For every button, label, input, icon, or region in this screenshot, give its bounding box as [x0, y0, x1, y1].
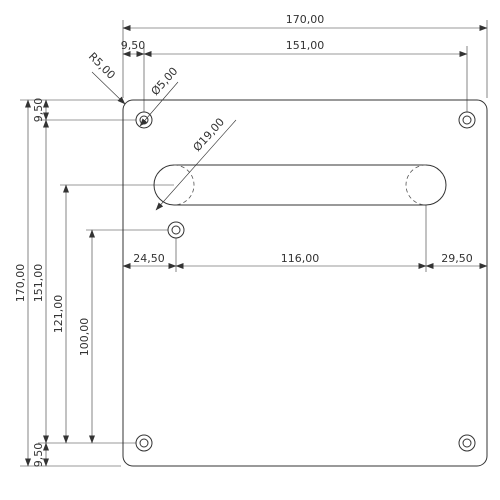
hole-bottom-left	[135, 434, 153, 452]
leader-corner-radius	[91, 71, 126, 105]
dim-hole-offset-x	[122, 46, 145, 112]
label-slot-right-offset: 29,50	[441, 252, 473, 265]
leader-slot-diameter	[155, 119, 237, 211]
hole-top-right	[458, 111, 476, 129]
label-slot-height: 121,00	[52, 295, 65, 334]
label-slot-diameter: Ø19,00	[191, 115, 228, 154]
label-corner-radius: R5,00	[86, 50, 118, 82]
slot	[153, 164, 447, 206]
hole-top-left	[135, 111, 153, 129]
plate-outline	[122, 99, 488, 467]
label-bottom-hole-offset-y: 9,50	[32, 443, 45, 468]
label-slot-length: 116,00	[281, 252, 320, 265]
label-slot-left-offset: 24,50	[133, 252, 165, 265]
label-center-hole-height: 100,00	[78, 318, 91, 357]
dim-overall-width	[122, 20, 488, 98]
hole-center	[167, 221, 185, 239]
dim-hole-span-x	[143, 46, 468, 112]
label-overall-width: 170,00	[286, 13, 325, 26]
label-hole-span-x: 151,00	[286, 39, 325, 52]
label-top-hole-offset-y: 9,50	[32, 98, 45, 123]
leader-hole-diameter	[139, 81, 179, 127]
label-overall-height: 170,00	[14, 264, 27, 303]
label-hole-offset-x: 9,50	[121, 39, 146, 52]
label-hole-diameter: Ø5,00	[149, 65, 181, 98]
hole-bottom-right	[458, 434, 476, 452]
label-hole-span-y: 151,00	[32, 264, 45, 303]
